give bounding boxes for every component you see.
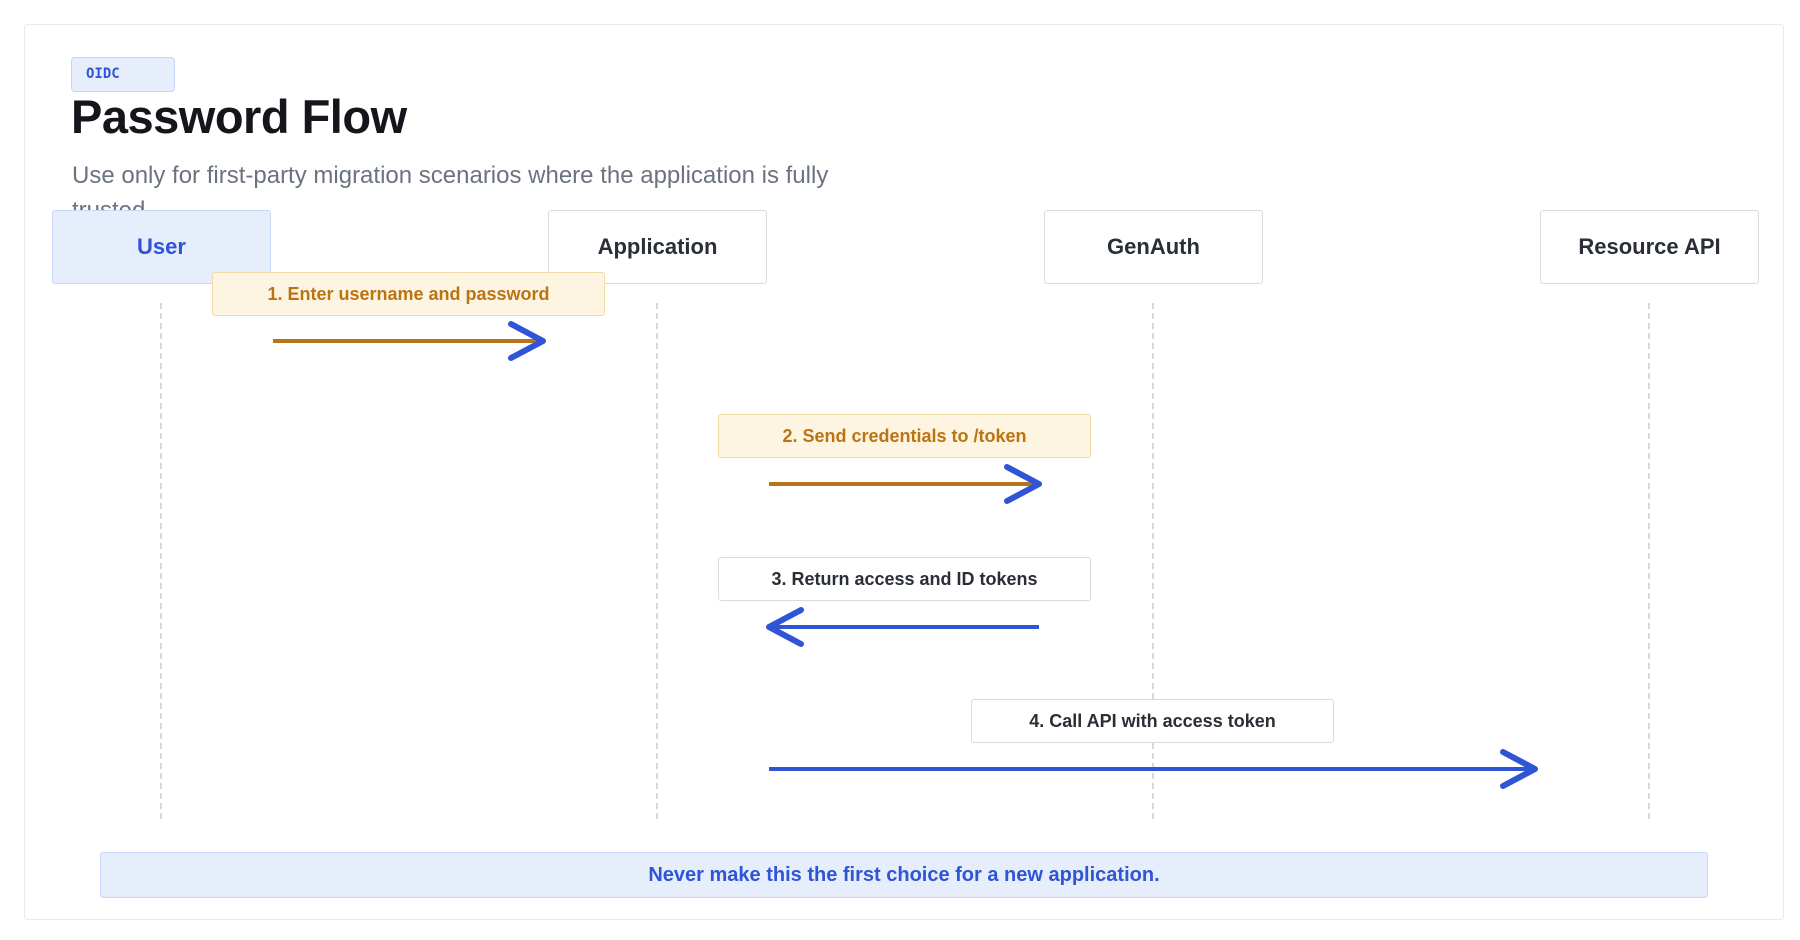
lifeline-user [160, 303, 162, 819]
message-label-return-tokens: 3. Return access and ID tokens [718, 557, 1091, 601]
protocol-badge: OIDC [71, 57, 175, 92]
lifeline-resource-api [1648, 303, 1650, 819]
actor-application: Application [548, 210, 767, 284]
actor-genauth: GenAuth [1044, 210, 1263, 284]
message-label-send-credentials: 2. Send credentials to /token [718, 414, 1091, 458]
arrow-return-tokens [766, 607, 1039, 647]
warning-note: Never make this the first choice for a n… [100, 852, 1708, 898]
arrow-send-credentials [769, 464, 1042, 504]
lifeline-genauth [1152, 303, 1154, 819]
lifeline-application [656, 303, 658, 819]
page-title: Password Flow [71, 90, 407, 143]
message-label-enter-credentials: 1. Enter username and password [212, 272, 605, 316]
actor-user: User [52, 210, 271, 284]
message-label-call-api: 4. Call API with access token [971, 699, 1334, 743]
arrow-enter-credentials [273, 321, 546, 361]
arrow-call-api [769, 749, 1538, 789]
actor-resource-api: Resource API [1540, 210, 1759, 284]
